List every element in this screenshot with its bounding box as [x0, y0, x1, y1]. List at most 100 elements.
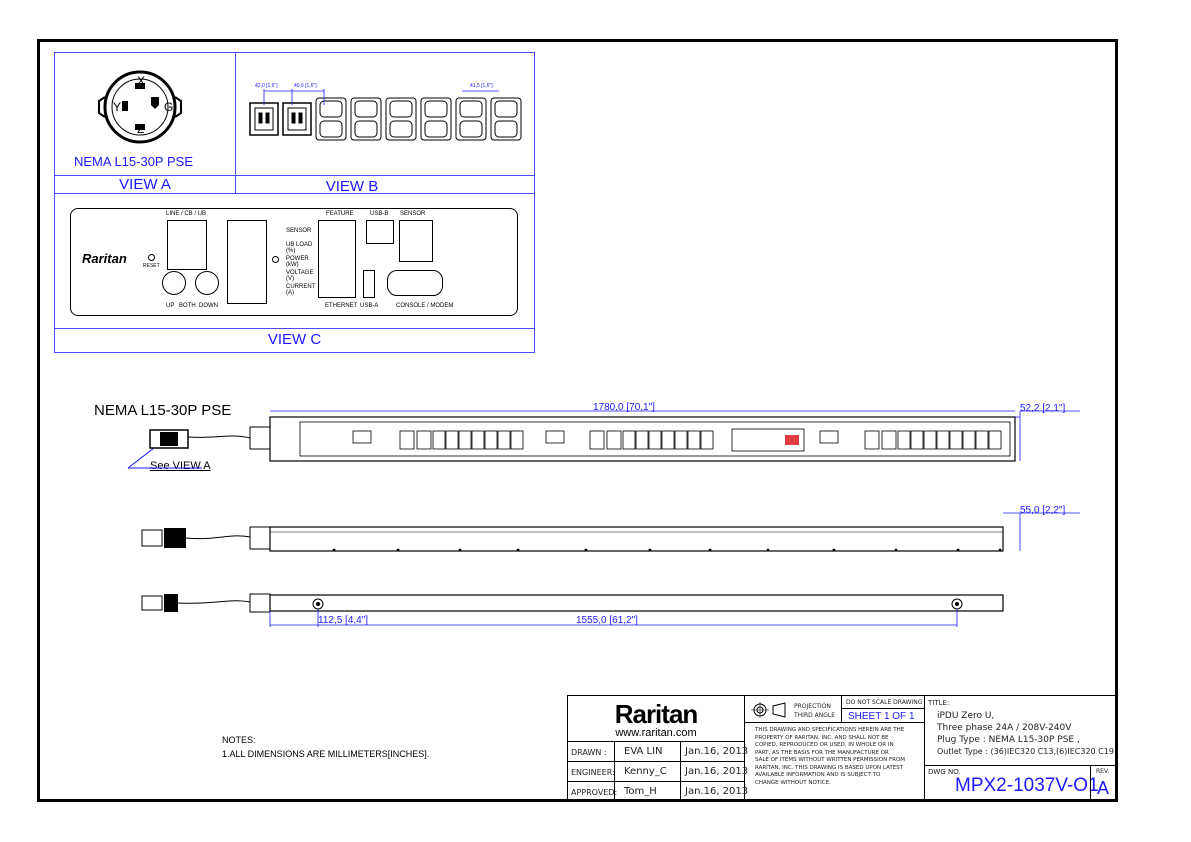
reset-label: RESET	[143, 263, 160, 269]
drawing-border	[37, 39, 1118, 802]
projection-line-1: PROJECTION	[794, 703, 831, 710]
see-view-a-label: See VIEW A	[150, 460, 211, 472]
rev-label: REV.	[1096, 768, 1110, 775]
up-label: UP	[166, 303, 175, 309]
title-line-1: iPDU Zero U,	[937, 711, 995, 721]
disclaimer-line: PART, AS THE BASIS FOR THE MANUFACTURE O…	[755, 749, 889, 756]
engineer-date: Jan.16, 2013	[685, 766, 749, 777]
disclaimer-line: PROPERTY OF RARITAN, INC. AND SHALL NOT …	[755, 734, 889, 741]
dwg-number: MPX2-1037V-O1	[955, 775, 1099, 796]
engineer-row	[567, 762, 745, 782]
sign-col-1	[614, 742, 615, 802]
do-not-scale-cell	[842, 695, 925, 709]
title-block-brand: Raritan	[614, 699, 699, 729]
third-angle-projection-icon	[751, 702, 786, 718]
notes-line-1: 1.ALL DIMENSIONS ARE MILLIMETERS[INCHES]…	[222, 749, 430, 759]
down-label: DOWN	[199, 303, 218, 309]
indicator-led	[272, 256, 279, 263]
dim-mount-span: 1555,0 [61,2"]	[576, 615, 638, 626]
dim-mount-offset: 112,5 [4,4"]	[318, 615, 369, 626]
sheet-label: SHEET 1 OF 1	[848, 711, 915, 722]
sheet-cell	[842, 709, 925, 723]
brand-cell	[567, 695, 745, 742]
disclaimer-line: THIS DRAWING AND SPECIFICATIONS HEREIN A…	[755, 727, 905, 733]
do-not-scale: DO NOT SCALE DRAWING	[846, 699, 923, 706]
usb-a-label: USB-A	[360, 303, 379, 309]
projection-line-2: THIRD ANGLE	[794, 712, 836, 719]
indicator-ubload: UB LOAD (%)	[286, 242, 313, 254]
sensor-port	[399, 220, 433, 262]
title-label: TITLE:	[928, 699, 950, 707]
title-line-3: Plug Type : NEMA L15-30P PSE ,	[937, 735, 1080, 745]
nema-plug-face-drawing	[98, 70, 182, 144]
view-c-caption-divider	[54, 328, 535, 329]
usb-a-port	[363, 270, 375, 298]
approved-name: Tom_H	[624, 786, 657, 797]
dwg-label: DWG NO.	[928, 768, 961, 776]
pin-g-label: G	[164, 100, 174, 114]
indicator-power: POWER (kW)	[286, 256, 309, 268]
controller-panel	[70, 208, 518, 316]
view-b-frame	[235, 52, 535, 194]
view-b-dim-1: 42,0 [1,6"]	[255, 83, 278, 89]
main-plug-label: NEMA L15-30P PSE	[94, 402, 232, 419]
rev-divider	[1090, 765, 1091, 802]
panel-lcd	[167, 220, 207, 270]
pdu-elevations	[127, 410, 1080, 627]
down-button	[195, 271, 219, 295]
disclaimer-line: COPIED, REPRODUCED OR USED, IN WHOLE OR …	[755, 742, 894, 748]
reset-button	[148, 254, 155, 261]
sensor-label: SENSOR	[400, 211, 426, 217]
view-a-caption-divider	[54, 175, 535, 176]
usb-b-label: USB-B	[370, 211, 389, 217]
outlet-row-drawing	[249, 89, 522, 141]
ethernet-label: ETHERNET	[325, 303, 358, 309]
title-line-2: Three phase 24A / 208V-240V	[937, 723, 1072, 733]
usb-b-port	[366, 220, 394, 244]
panel-display-window	[227, 220, 267, 304]
indicator-current: CURRENT (A)	[286, 284, 316, 296]
dim-length: 1780,0 [70,1"]	[593, 402, 655, 413]
console-port	[387, 270, 443, 296]
view-a-plug-label: NEMA L15-30P PSE	[74, 154, 193, 169]
engineer-label: ENGINEER:	[571, 768, 615, 777]
drawn-date: Jan.16, 2013	[685, 746, 749, 757]
disclaimer-line: RARITAN, INC. THIS DRAWING IS BASED UPON…	[755, 764, 904, 771]
dwg-cell	[925, 765, 1117, 802]
view-a-caption: VIEW A	[119, 176, 171, 193]
approved-label: APPROVED:	[571, 788, 618, 797]
console-label: CONSOLE / MODEM	[396, 303, 454, 309]
title-block-website: www.raritan.com	[615, 727, 697, 739]
view-c-caption: VIEW C	[267, 331, 322, 348]
approved-row	[567, 782, 745, 802]
view-b-dim-3: 41,5 [1,6"]	[470, 83, 493, 89]
dim-depth: 55,0 [2,2"]	[1020, 505, 1066, 516]
feature-label: FEATURE	[326, 211, 354, 217]
disclaimer-line: AVAILABLE INFORMATION AND IS SUBJECT TO	[755, 772, 881, 778]
indicator-sensor: SENSOR	[286, 228, 312, 234]
approved-date: Jan.16, 2013	[685, 786, 749, 797]
drawn-row	[567, 742, 745, 762]
indicator-voltage: VOLTAGE (V)	[286, 270, 314, 282]
disclaimer-line: SALE OF ITEMS WITHOUT WRITTEN PERMISSION…	[755, 757, 906, 763]
feature-port	[318, 220, 356, 298]
pin-z-label: Z	[137, 122, 145, 136]
dim-width: 52,2 [2,1"]	[1020, 403, 1066, 414]
view-b-dim-2: 40,6 [1,6"]	[294, 83, 317, 89]
disclaimer-block: THIS DRAWING AND SPECIFICATIONS HEREIN A…	[755, 727, 905, 787]
projection-cell	[745, 695, 842, 723]
pin-y-label: Y	[113, 100, 122, 114]
pin-x-label: X	[137, 74, 146, 88]
title-block	[567, 695, 1117, 802]
drawn-name: EVA LIN	[624, 746, 663, 757]
up-button	[162, 271, 186, 295]
engineer-name: Kenny_C	[624, 766, 667, 777]
panel-brand: Raritan	[82, 251, 127, 266]
both-label: BOTH	[179, 303, 196, 309]
disclaimer-cell	[745, 723, 925, 802]
disclaimer-line: CHANGE WITHOUT NOTICE.	[755, 779, 831, 786]
drawn-label: DRAWN :	[571, 748, 607, 757]
notes-heading: NOTES:	[222, 735, 256, 745]
panel-line-label: LINE / CB / UB	[166, 211, 207, 217]
view-b-caption: VIEW B	[325, 178, 379, 195]
